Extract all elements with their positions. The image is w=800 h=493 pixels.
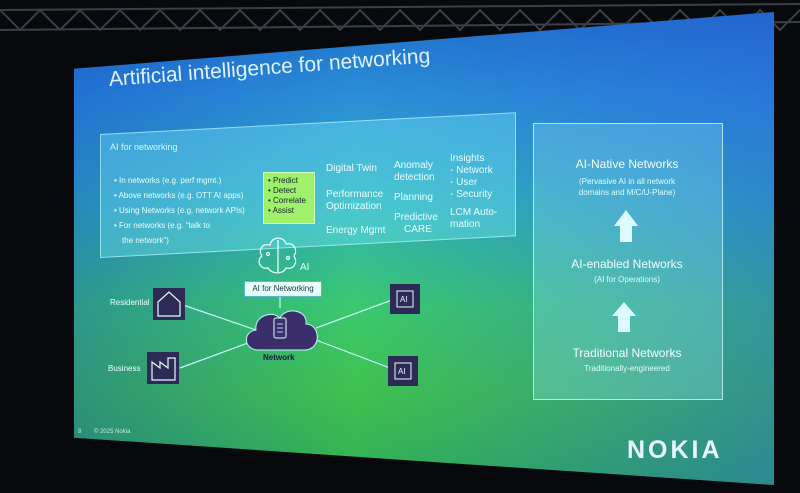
list-item: • Using Networks (e.g. network APIs) xyxy=(114,206,245,215)
list-item: • For networks (e.g. "talk to xyxy=(114,221,210,230)
list-item: • Above networks (e.g. OTT AI apps) xyxy=(114,191,244,200)
ai-uses-list: • In networks (e.g. perf mgmt.) • Above … xyxy=(114,173,245,248)
network-evolution-box xyxy=(533,123,723,400)
ai-native-sub: domains and M/C/U-Plane) xyxy=(578,188,676,197)
list-item: • Assist xyxy=(268,206,294,215)
use-case-label: - Network xyxy=(450,165,493,176)
ai-capabilities-box: • Predict • Detect • Correlate • Assist xyxy=(263,172,315,224)
use-case-label: Digital Twin xyxy=(326,163,377,174)
use-case-label: Insights xyxy=(450,153,485,164)
ai-label: AI xyxy=(300,262,310,273)
ai-native-heading: AI-Native Networks xyxy=(575,157,679,171)
use-case-label: detection xyxy=(394,172,435,183)
list-item: • In networks (e.g. perf mgmt.) xyxy=(114,176,222,185)
use-case-label: - User xyxy=(450,177,478,188)
use-case-label: Energy Mgmt xyxy=(326,225,386,236)
panel-label: AI for networking xyxy=(110,142,178,152)
projection-screen xyxy=(74,12,774,485)
use-case-label: CARE xyxy=(404,224,432,235)
list-item: • Correlate xyxy=(268,196,306,205)
ai-enabled-sub: (AI for Operations) xyxy=(594,275,660,284)
use-case-label: Anomaly xyxy=(394,160,433,171)
use-case-column-1: Digital Twin Performance Optimization En… xyxy=(326,163,385,237)
chip-label: AI xyxy=(398,367,406,376)
use-case-label: - Security xyxy=(450,189,493,200)
business-label: Business xyxy=(108,364,141,373)
page-number: 8 xyxy=(78,429,82,435)
use-case-label: Planning xyxy=(394,192,433,203)
list-item: • Detect xyxy=(268,186,297,195)
use-case-column-3: Insights - Network - User - Security LCM… xyxy=(450,153,497,231)
traditional-heading: Traditional Networks xyxy=(572,346,682,360)
use-case-label: mation xyxy=(450,219,481,230)
use-case-label: Predictive xyxy=(394,212,438,223)
ai-native-sub: (Pervasive AI in all network xyxy=(578,177,676,186)
ai-enabled-heading: AI-enabled Networks xyxy=(571,257,683,271)
list-item: • Predict xyxy=(268,176,298,185)
network-label: Network xyxy=(263,353,295,362)
residential-label: Residential xyxy=(110,298,150,307)
ai-for-networking-tag: AI for Networking xyxy=(244,281,322,297)
nokia-logo: NOKIA xyxy=(627,436,723,464)
use-case-label: LCM Auto- xyxy=(450,207,498,218)
chip-label: AI xyxy=(400,295,408,304)
copyright: © 2025 Nokia xyxy=(94,429,131,435)
list-item: the network") xyxy=(122,236,169,245)
traditional-sub: Traditionally-engineered xyxy=(584,364,670,373)
use-case-label: Performance xyxy=(326,189,384,200)
use-case-label: Optimization xyxy=(326,201,382,212)
use-case-column-2: Anomaly detection Planning Predictive CA… xyxy=(394,160,438,236)
